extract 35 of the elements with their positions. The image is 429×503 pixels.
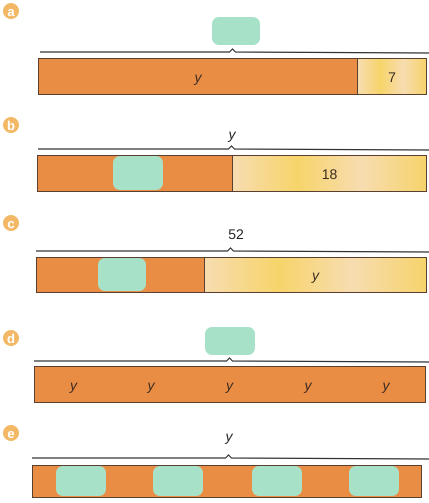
bar-segment (38, 58, 358, 95)
number-label: 7 (388, 68, 396, 84)
variable-label: y (148, 376, 154, 392)
variable-label: y (70, 376, 77, 392)
variable-label: y (304, 376, 312, 392)
number-label: 18 (322, 166, 338, 182)
brace-label: 52 (228, 226, 244, 242)
answer-box (205, 327, 255, 355)
brace-label: y (228, 126, 236, 142)
bar-segment (357, 58, 427, 95)
letter-badge: a (3, 3, 19, 19)
answer-box (153, 466, 203, 496)
bar-segment (347, 366, 426, 403)
answer-box (98, 258, 146, 291)
letter-badge: e (3, 425, 19, 441)
answer-box (349, 466, 399, 496)
answer-box (56, 466, 106, 496)
variable-label: y (226, 376, 233, 392)
bar-segment (204, 257, 427, 293)
bar-segment (32, 465, 129, 498)
letter-badge: c (3, 215, 19, 231)
answer-box (113, 156, 163, 190)
bar-segment (324, 465, 422, 498)
letter-badge: d (3, 330, 19, 346)
variable-label: y (194, 68, 202, 84)
bar-segment (36, 257, 205, 293)
bar-segment (37, 155, 233, 192)
answer-box (252, 466, 302, 496)
variable-label: y (382, 376, 390, 392)
brace-label: y (226, 428, 232, 444)
answer-box (212, 17, 260, 45)
letter-badge: b (3, 117, 19, 133)
bar-segment (34, 366, 113, 403)
bar-segment (232, 155, 427, 192)
variable-label: y (312, 267, 319, 283)
